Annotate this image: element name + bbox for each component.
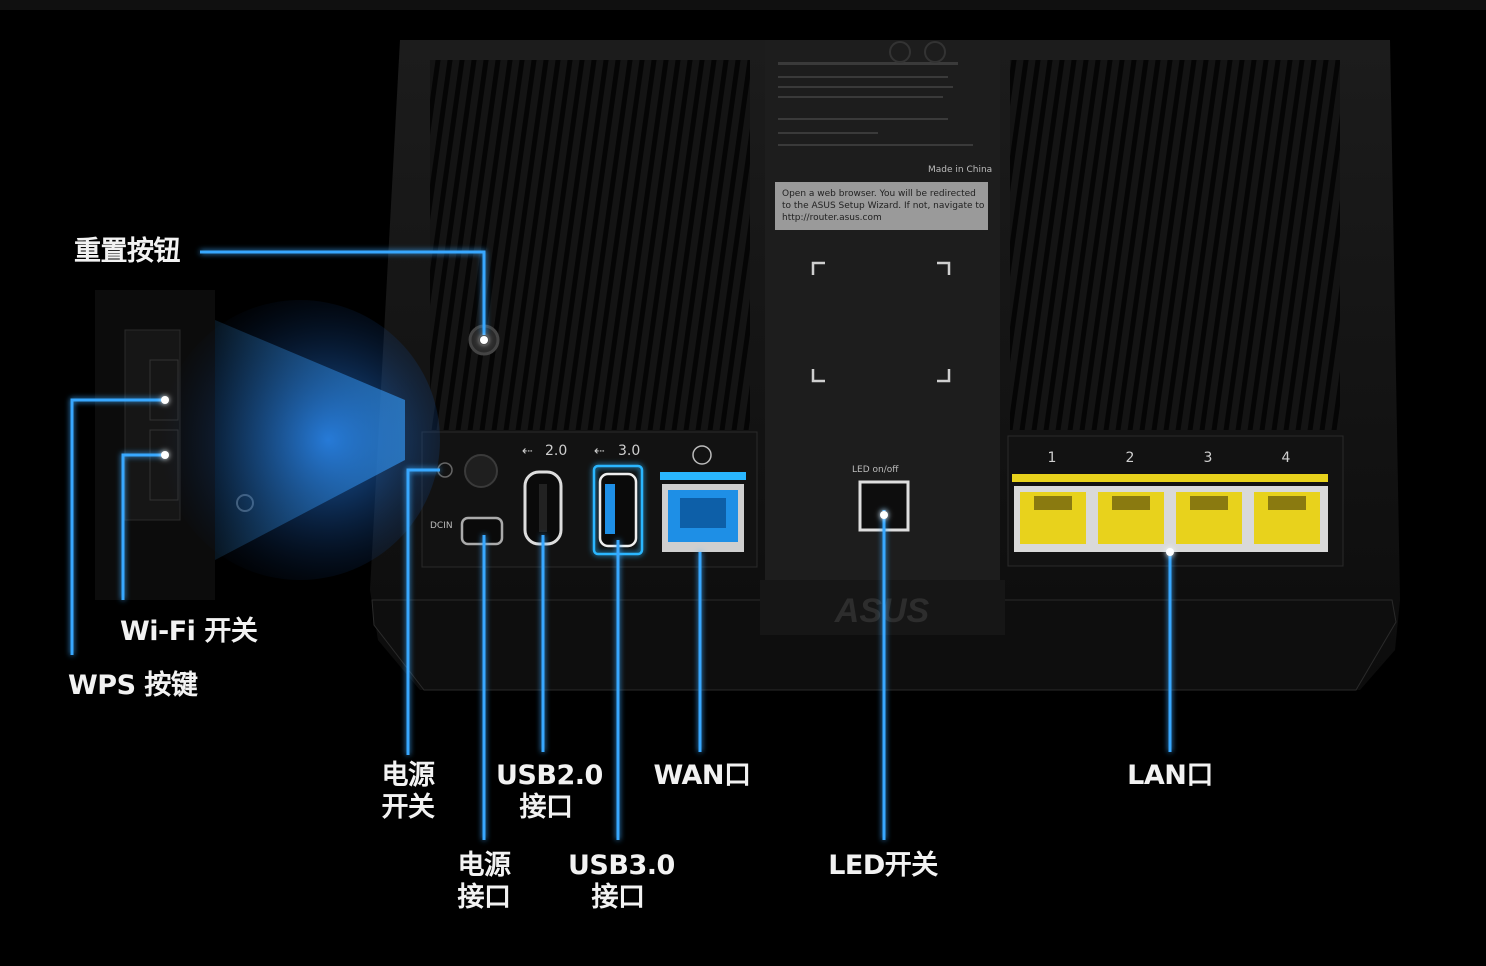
callout-lines — [70, 250, 1172, 840]
wan-port — [660, 472, 746, 552]
lan-number-1: 1 — [1048, 450, 1057, 466]
sticker-line-3: http://router.asus.com — [782, 213, 882, 223]
lan-port-label: LAN口 — [1127, 760, 1213, 791]
usb3-marking: 3.0 — [618, 443, 640, 459]
usb2-marking: 2.0 — [545, 443, 567, 459]
power-port-label: 电源 接口 — [452, 850, 516, 914]
power-port-label-line1: 电源 — [457, 850, 512, 881]
power-switch-label-line2: 开关 — [381, 792, 436, 823]
lan-number-4: 4 — [1282, 450, 1291, 466]
usb3-port-label: USB3.0 接口 — [568, 850, 675, 914]
usb2-port-label: USB2.0 接口 — [496, 760, 603, 824]
made-in-text: Made in China — [928, 165, 992, 175]
usb3-port-label-line1: USB3.0 — [568, 850, 675, 881]
wps-button-label: WPS 按键 — [68, 670, 198, 701]
corner-brackets — [811, 261, 951, 383]
usb2-port-label-line1: USB2.0 — [496, 760, 603, 791]
led-marking: LED on/off — [852, 465, 899, 475]
power-port — [460, 516, 504, 546]
sticker-line-1: Open a web browser. You will be redirect… — [782, 189, 976, 199]
reset-callout-line — [200, 250, 486, 335]
globe-icon — [692, 445, 712, 465]
lan-number-2: 2 — [1126, 450, 1135, 466]
power-switch-label: 电源 开关 — [376, 760, 440, 824]
usb3-port-label-line2: 接口 — [591, 882, 646, 913]
dcin-text: DCIN — [430, 521, 453, 531]
router-side-view — [95, 290, 440, 600]
wifi-callout-line — [121, 453, 165, 600]
power-port-label-line2: 接口 — [457, 882, 512, 913]
usb-icon: ⇠ — [522, 444, 533, 459]
power-switch-label-line1: 电源 — [381, 760, 436, 791]
asus-logo: ASUS — [834, 592, 930, 630]
sticker-line-2: to the ASUS Setup Wizard. If not, naviga… — [782, 201, 985, 211]
reset-button-label: 重置按钮 — [74, 236, 181, 267]
lan-number-3: 3 — [1204, 450, 1213, 466]
wan-port-label: WAN口 — [653, 760, 751, 791]
usb-icon: ⇠ — [594, 444, 605, 459]
power-switch-callout-line — [406, 468, 440, 755]
wifi-switch-label: Wi-Fi 开关 — [120, 616, 258, 647]
power-switch — [464, 454, 498, 488]
wps-callout-line — [70, 398, 165, 655]
led-switch-label: LED开关 — [828, 850, 938, 881]
usb2-port-label-line2: 接口 — [519, 792, 574, 823]
lan-ports — [1012, 474, 1328, 552]
